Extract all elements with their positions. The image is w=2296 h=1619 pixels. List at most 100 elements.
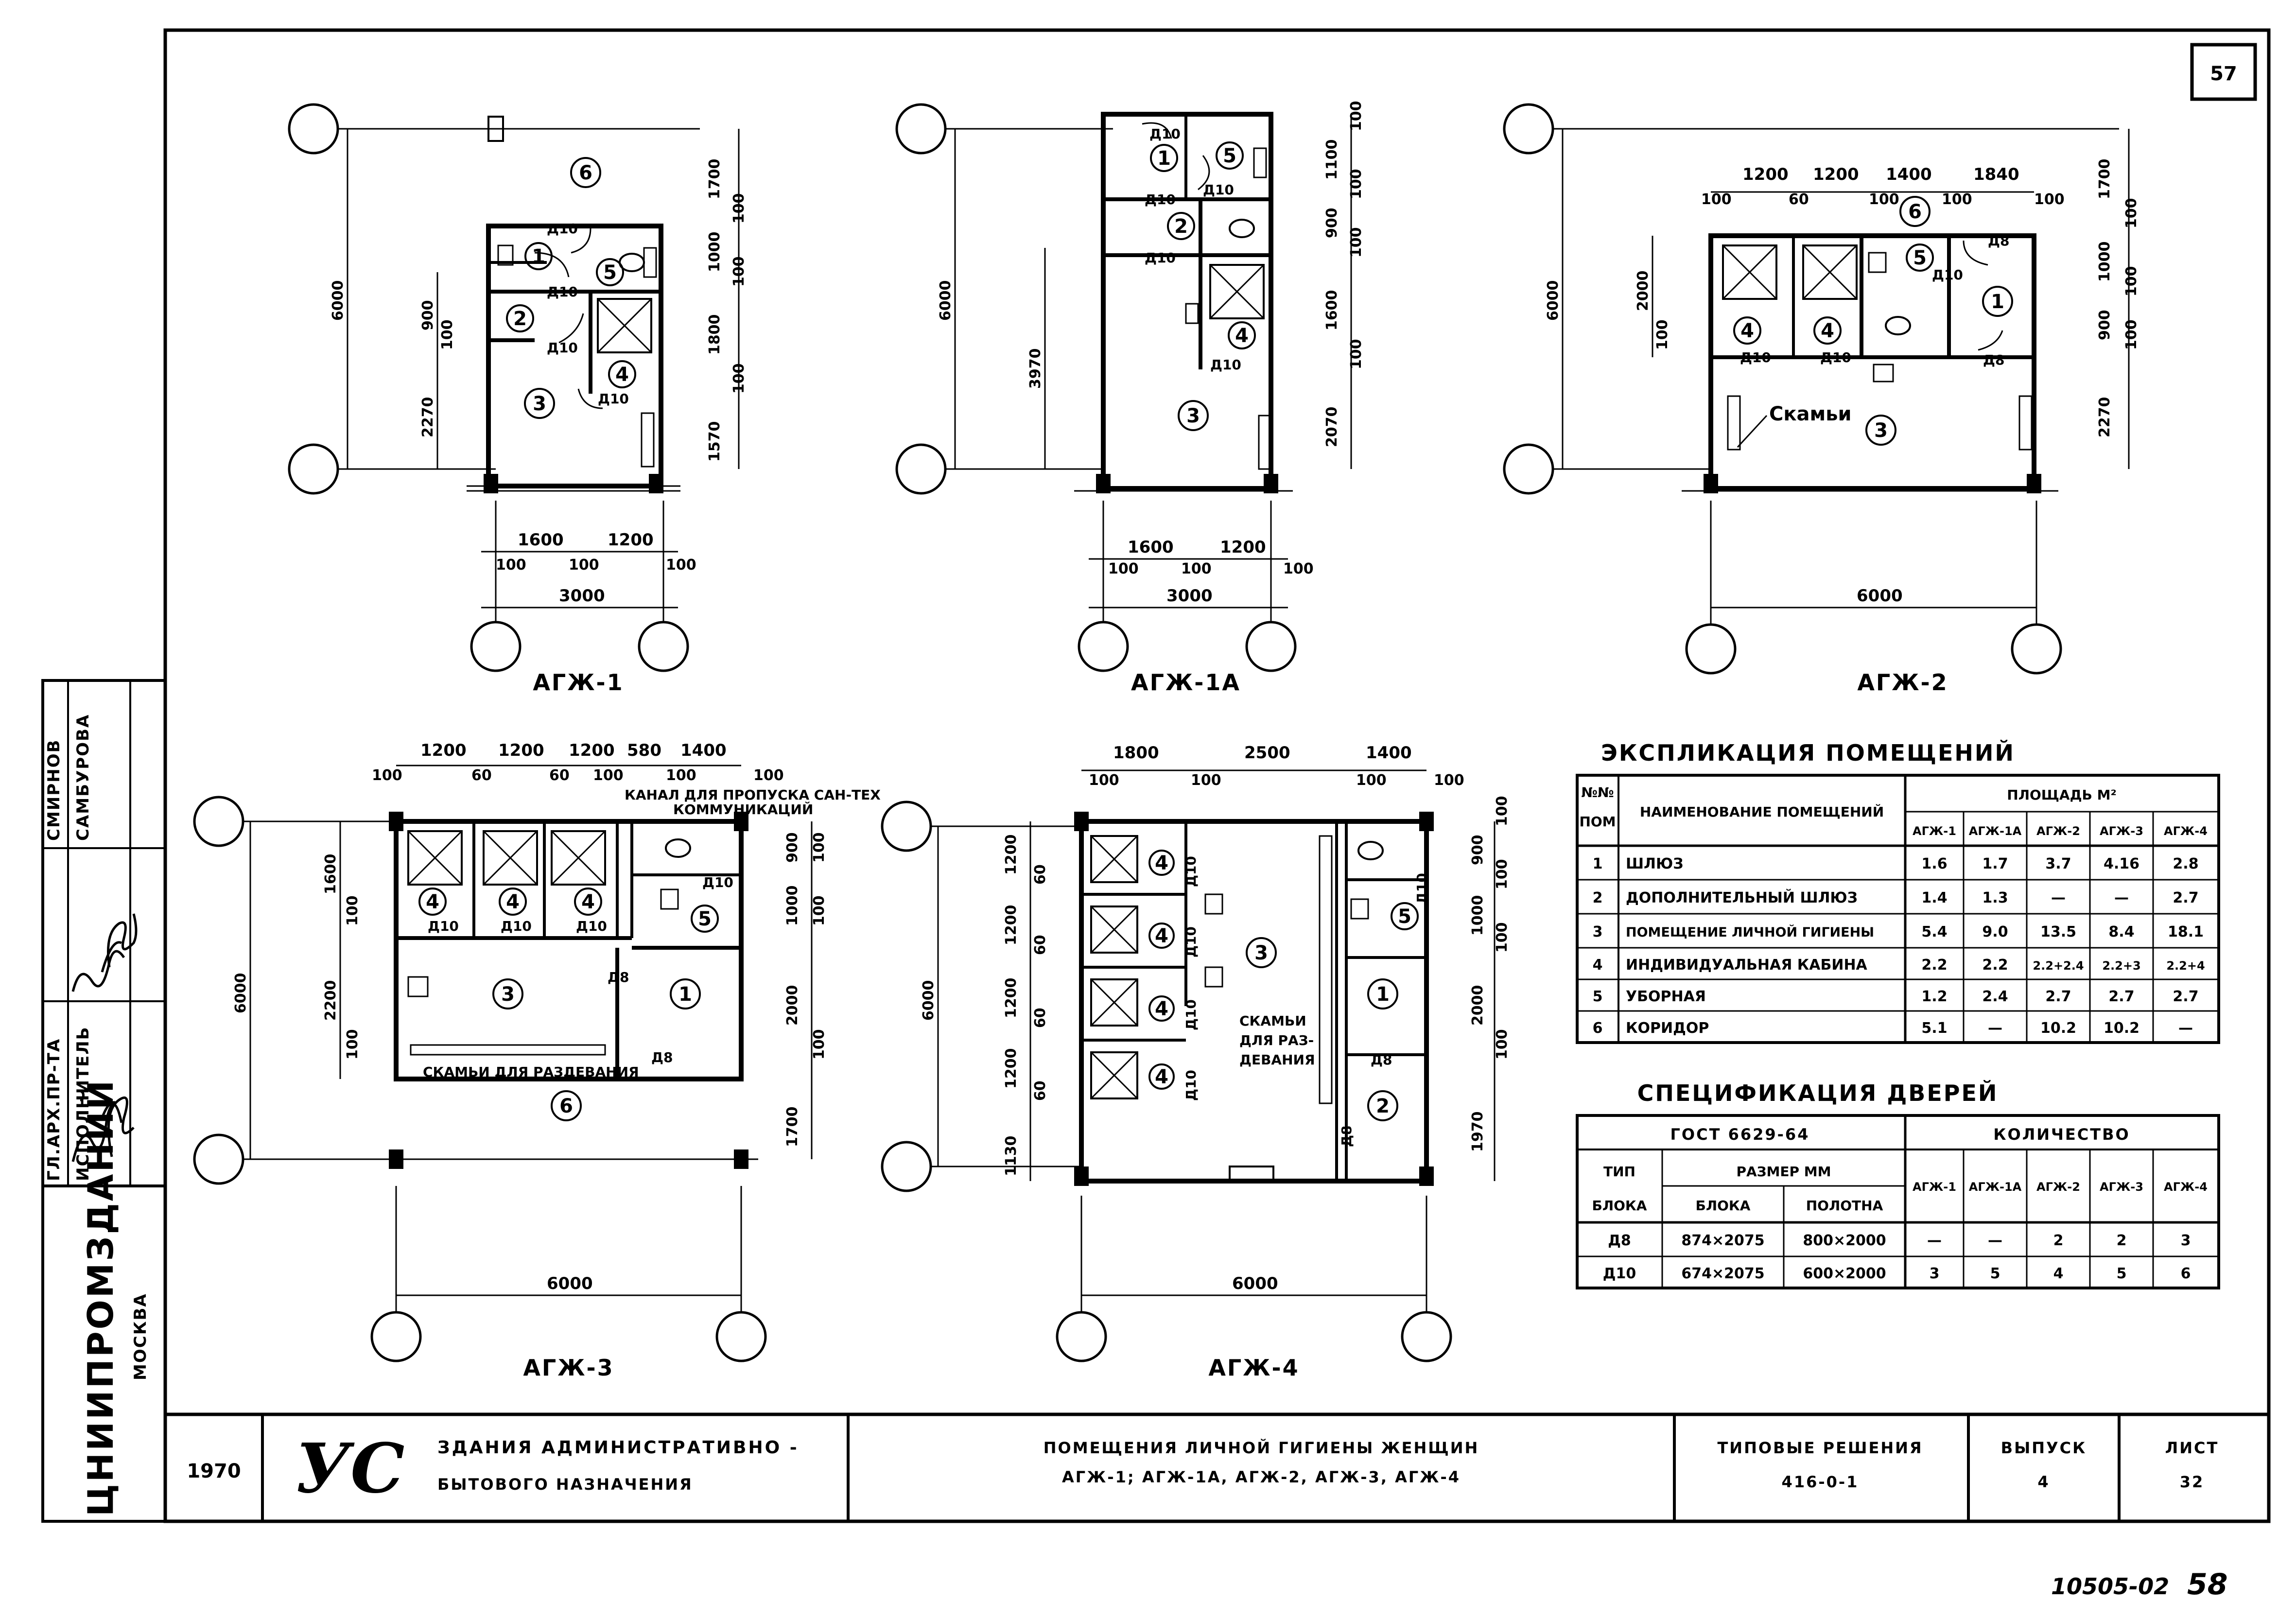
p5-dim-1970: 1970: [1469, 1112, 1486, 1152]
exp-r6-v4: 10.2: [2104, 1020, 2139, 1037]
p1-dim-100b: 100: [731, 193, 748, 224]
p3-door-5: Д10: [1932, 267, 1963, 283]
sheet-value: 32: [2180, 1473, 2205, 1491]
p4-note-top2: КОММУНИКАЦИЙ: [673, 801, 813, 818]
p5-dim-6000: 6000: [920, 980, 937, 1021]
exp-r2-v1: 1.4: [1921, 889, 1947, 906]
p4-dim-100c: 100: [666, 767, 696, 784]
p2-room-1: 1: [1157, 147, 1171, 170]
p3-dim-1200b: 1200: [1813, 165, 1859, 184]
title-line1: ПОМЕЩЕНИЯ ЛИЧНОЙ ГИГИЕНЫ ЖЕНЩИН: [1044, 1439, 1479, 1457]
stamp-role2: ИСПОЛНИТЕЛЬ: [73, 1027, 93, 1182]
p5-room-4a: 4: [1155, 852, 1168, 874]
p3-dim-100g: 100: [2123, 266, 2140, 296]
p4-dim-100g: 100: [811, 832, 828, 863]
p3-room-5: 5: [1913, 247, 1927, 269]
series-label: ТИПОВЫЕ РЕШЕНИЯ: [1717, 1439, 1923, 1457]
p2-dim-1600: 1600: [1323, 290, 1340, 331]
p5-dim-100e: 100: [1494, 796, 1511, 826]
p5-dim-900: 900: [1469, 835, 1486, 865]
p5-room-1: 1: [1376, 983, 1390, 1006]
exp-h-num2: ПОМ: [1579, 814, 1616, 830]
p1-dim-2270: 2270: [419, 397, 436, 438]
exp-r6-v2: —: [1988, 1020, 2002, 1037]
p4-dim-1000: 1000: [784, 886, 801, 926]
p5-door-5: Д10: [1183, 999, 1199, 1030]
spec-h-size: РАЗМЕР ММ: [1736, 1164, 1831, 1180]
p5-dim-1200a: 1200: [1003, 835, 1020, 875]
p4-dim-1400: 1400: [680, 741, 727, 760]
exp-r2-v3: —: [2051, 889, 2066, 906]
p3-dim-100b: 100: [1869, 191, 1899, 208]
bottom-code: 10505-02: [2051, 1573, 2169, 1600]
p5-door-3: Д10: [1183, 856, 1199, 887]
exp-h-area: ПЛОЩАДЬ М²: [2007, 787, 2116, 803]
p5-room-5: 5: [1398, 905, 1411, 928]
p3-dim-1400: 1400: [1886, 165, 1932, 184]
p5-dim-100b: 100: [1191, 772, 1221, 789]
spec-col-2: АГЖ-1А: [1969, 1180, 2022, 1194]
p5-dim-2000: 2000: [1469, 985, 1486, 1026]
p4-dim-900: 900: [784, 832, 801, 863]
spec-col-1: АГЖ-1: [1913, 1180, 1956, 1194]
p4-room-5: 5: [698, 908, 712, 930]
plan-agzh-3: 4 4 4 5 3 1 6 Д8 Д8 Д10 Д10 Д10 Д10 КАНА…: [193, 741, 881, 1381]
exp-r5-v1: 1.2: [1921, 988, 1947, 1005]
p1-dim-100d: 100: [731, 363, 748, 394]
p5-note2: ДЛЯ РАЗ-: [1239, 1032, 1314, 1048]
p5-dim-1200c: 1200: [1003, 978, 1020, 1019]
p4-door-4: Д10: [501, 918, 532, 934]
stamp-name1: СМИРНОВ: [44, 739, 64, 841]
p3-room-1: 1: [1991, 291, 2004, 313]
exp-r5-v2: 2.4: [1982, 988, 2008, 1005]
exp-r2-v5: 2.7: [2173, 889, 2198, 906]
p1-room-5: 5: [603, 261, 617, 284]
p3-dim-1840: 1840: [1973, 165, 2019, 184]
issue-value: 4: [2037, 1473, 2050, 1491]
p5-dim-100f: 100: [1494, 859, 1511, 889]
p5-dim-1400: 1400: [1366, 743, 1412, 763]
p1-dim-100f: 100: [569, 557, 599, 574]
exp-r2-v2: 1.3: [1982, 889, 2008, 906]
p2-door-1: Д10: [1149, 126, 1181, 142]
p5-note1: СКАМЬИ: [1239, 1013, 1306, 1029]
p2-door-4: Д10: [1203, 182, 1234, 198]
p5-door-2: Д8: [1339, 1126, 1355, 1147]
p5-dim-1130: 1130: [1003, 1136, 1020, 1177]
p5-door-6: Д10: [1183, 1070, 1199, 1101]
p5-dim-60c: 60: [1032, 1008, 1049, 1028]
p3-door-3: Д10: [1740, 349, 1771, 366]
p4-dim-100f: 100: [344, 1029, 361, 1060]
p2-dim-1200: 1200: [1220, 538, 1266, 557]
p4-dim-60a: 60: [471, 767, 492, 784]
p2-room-4: 4: [1235, 325, 1249, 347]
p1-door-4: Д10: [598, 391, 629, 407]
spec-col-3: АГЖ-2: [2036, 1180, 2080, 1194]
exp-r2-v4: —: [2114, 889, 2129, 906]
plan-agzh-4: 4 4 4 4 5 3 1 2 СКАМЬИ ДЛЯ РАЗ- ДЕВАНИЯ …: [881, 743, 1511, 1381]
p3-room-4a: 4: [1740, 320, 1754, 342]
p5-dim-1000: 1000: [1469, 895, 1486, 936]
p2-door-5: Д10: [1210, 357, 1241, 373]
exp-col-1: АГЖ-1: [1913, 824, 1956, 838]
p4-dim-6000b: 6000: [547, 1274, 593, 1293]
exp-col-3: АГЖ-2: [2036, 824, 2080, 838]
p1-dim-1600: 1600: [518, 530, 564, 550]
p3-dim-900: 900: [2096, 310, 2113, 340]
explication-table: ЭКСПЛИКАЦИЯ ПОМЕЩЕНИЙ №№ ПОМ НАИМЕНОВАНИ…: [1576, 740, 2220, 1044]
p5-caption: АГЖ-4: [1208, 1355, 1299, 1381]
p4-dim-2000: 2000: [784, 985, 801, 1026]
p4-dim-1600: 1600: [322, 854, 339, 895]
p3-dim-100e: 100: [1654, 319, 1671, 350]
p1-dim-3000: 3000: [559, 586, 605, 606]
p1-room-2: 2: [513, 308, 527, 330]
exp-r6-n: 6: [1593, 1020, 1603, 1037]
p5-door-7: Д10: [1414, 873, 1430, 904]
p1-door-1: Д10: [547, 221, 578, 237]
corner-number: 57: [2210, 63, 2237, 85]
p3-dim-100c: 100: [1942, 191, 1972, 208]
p2-room-3: 3: [1186, 405, 1200, 427]
p5-room-3: 3: [1254, 942, 1268, 964]
exp-r4-v4: 2.2+3: [2102, 959, 2140, 973]
p2-dim-100g: 100: [1283, 560, 1314, 577]
